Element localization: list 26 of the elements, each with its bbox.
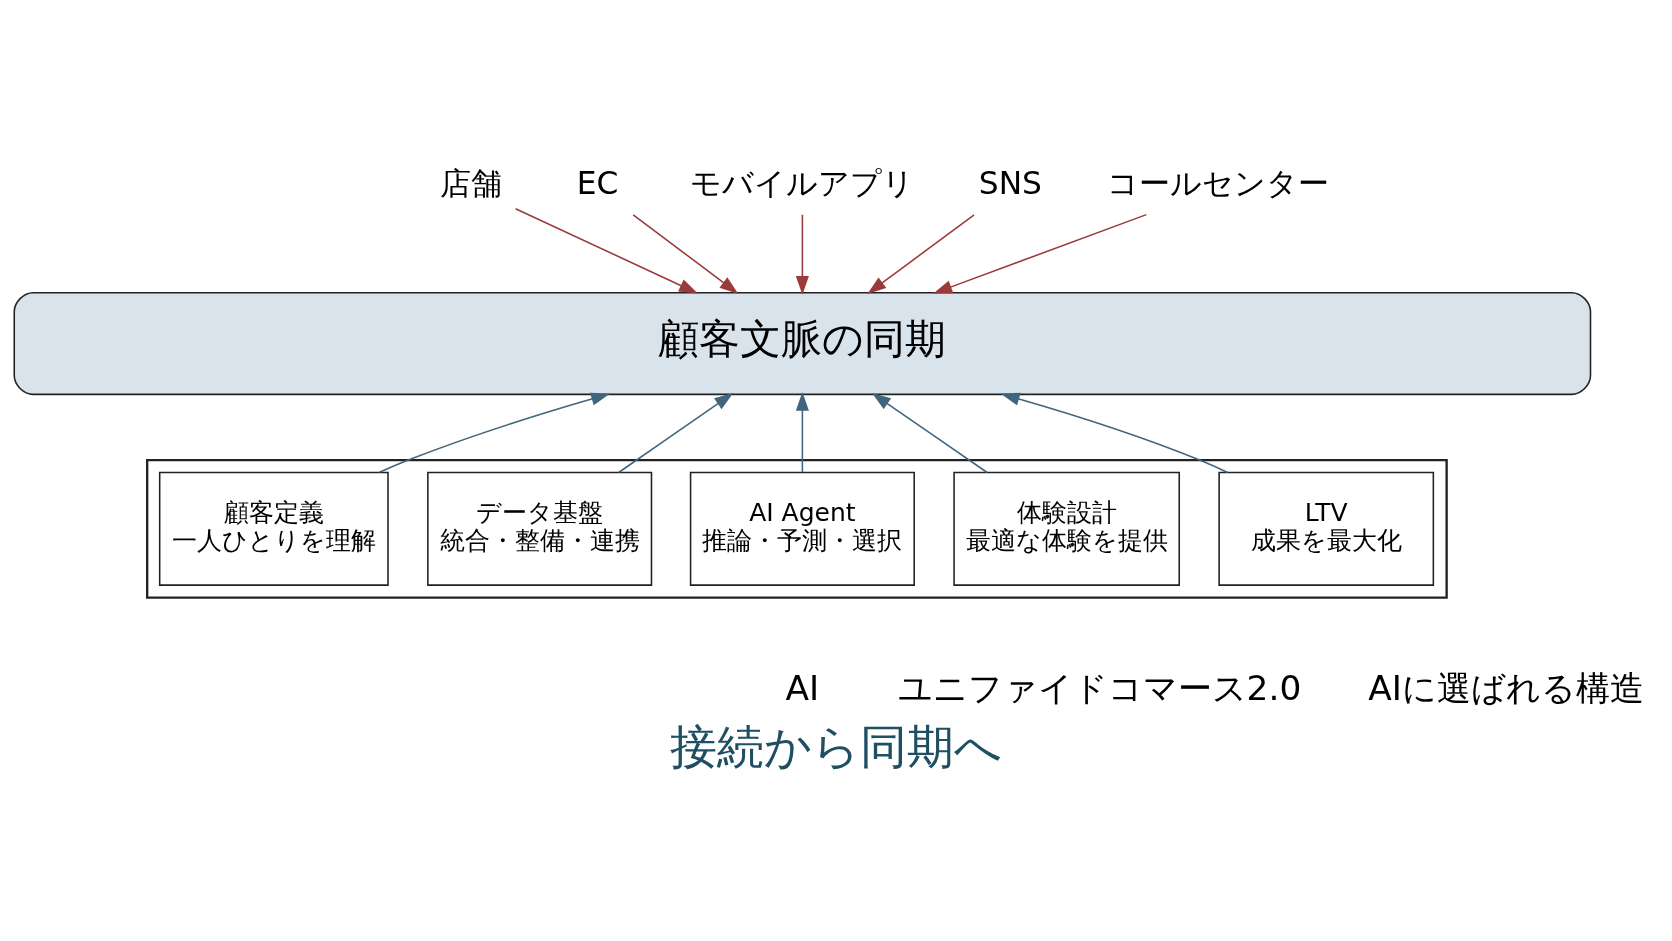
arrow	[867, 213, 975, 294]
arrow	[1000, 392, 1229, 473]
arrow	[871, 392, 988, 473]
node-text: コールセンター	[1107, 164, 1330, 201]
node-box: 体験設計 最適な体験を提供	[953, 471, 1180, 586]
label: AIに選ばれる構造	[1368, 667, 1644, 708]
diagram-title: 接続から同期へ	[670, 718, 1002, 774]
arrow	[933, 213, 1148, 293]
arrow	[514, 207, 698, 293]
arrow	[632, 213, 739, 294]
arrow	[617, 392, 734, 473]
arrow	[378, 392, 610, 473]
label: ユニファイドコマース2.0	[897, 667, 1302, 708]
node-text: モバイルアプリ	[690, 164, 915, 201]
node-box: データ基盤 統合・整備・連携	[427, 471, 653, 586]
node-box: LTV 成果を最大化	[1218, 471, 1435, 586]
node-text: EC	[576, 164, 619, 201]
node-text: SNS	[978, 164, 1042, 201]
cluster	[146, 458, 1448, 599]
node-box: 顧客文脈の同期	[13, 291, 1592, 395]
node-box: 顧客定義 一人ひとりを理解	[158, 471, 389, 586]
node-text: 店舗	[439, 164, 502, 201]
arrow	[795, 213, 809, 295]
label: AI	[785, 667, 820, 708]
node-box: AI Agent 推論・予測・選択	[689, 471, 915, 586]
arrow	[795, 391, 809, 473]
